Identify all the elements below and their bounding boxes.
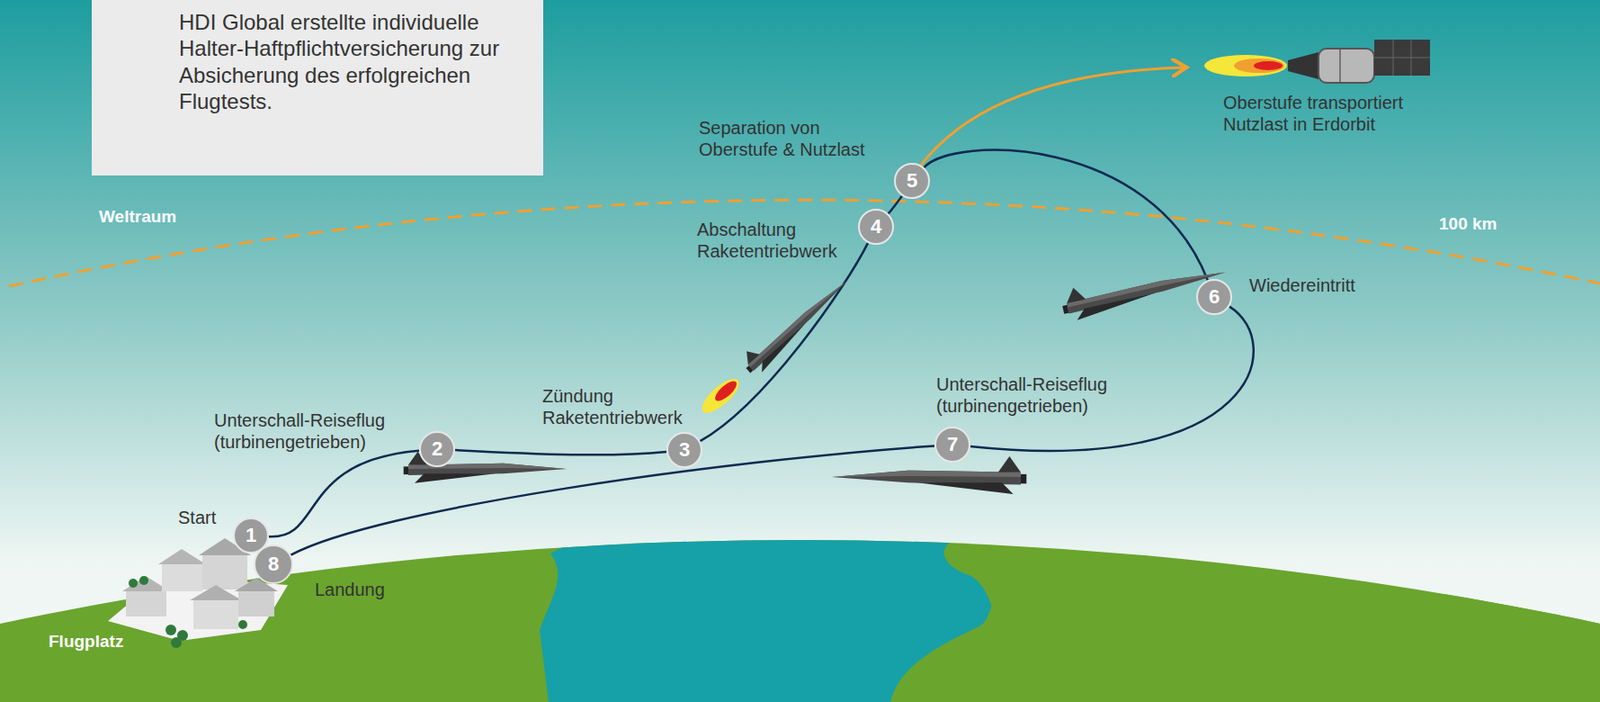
annotation-label: Unterschall-Reiseflug (turbinengetrieben… xyxy=(214,409,421,453)
annotation-label: Start xyxy=(178,506,251,528)
callout-number: 8 xyxy=(268,552,279,576)
annotation-label: Wiedereintritt xyxy=(1249,274,1394,296)
callout-number: 1 xyxy=(245,523,257,547)
callout-number: 5 xyxy=(906,169,918,193)
step-circle: 2 xyxy=(419,430,456,467)
earth xyxy=(0,539,1600,702)
step-circle: 8 xyxy=(253,544,294,584)
spaceplane xyxy=(737,269,855,378)
step-circle: 3 xyxy=(666,431,703,468)
annotation-label: Oberstufe transportiert Nutzlast in Erdo… xyxy=(1223,91,1440,135)
annotation-label: Separation von Oberstufe & Nutzlast xyxy=(698,116,893,161)
note-text: HDI Global erstellte individuelle Halter… xyxy=(178,8,522,115)
step-circle: 5 xyxy=(893,162,930,199)
flight-path xyxy=(699,242,868,441)
step-circle: 4 xyxy=(858,208,894,245)
upper-stage xyxy=(1204,39,1431,83)
info-box: HDI Global erstellte individuelle Halter… xyxy=(91,0,544,176)
annotation-label: Unterschall-Reiseflug (turbinengetrieben… xyxy=(936,373,1144,417)
ocean xyxy=(539,539,1600,702)
callout-number: 3 xyxy=(679,437,690,462)
step-circle: 6 xyxy=(1196,278,1233,315)
spaceplane xyxy=(831,455,1027,494)
flight-path xyxy=(455,449,667,455)
annotation-label: Flugplatz xyxy=(48,631,175,653)
flight-path xyxy=(923,150,1207,281)
annotation-label: Weltraum xyxy=(98,206,243,228)
flight-path xyxy=(290,445,935,555)
annotation-label: Zündung Raketentriebwerk xyxy=(542,384,705,429)
callout-number: 4 xyxy=(870,214,882,239)
flight-path xyxy=(268,450,420,537)
callout-number: 6 xyxy=(1208,285,1220,309)
annotation-label: Abschaltung Raketentriebwerk xyxy=(697,218,868,262)
rocket-flame xyxy=(697,373,744,418)
annotation-label: Landung xyxy=(314,578,423,600)
step-circle: 7 xyxy=(934,426,971,463)
space-boundary xyxy=(8,199,1600,287)
annotation-label: 100 km xyxy=(1439,214,1547,235)
callout-number: 7 xyxy=(947,432,958,456)
flight-path xyxy=(888,196,903,215)
callout-number: 2 xyxy=(431,437,443,461)
